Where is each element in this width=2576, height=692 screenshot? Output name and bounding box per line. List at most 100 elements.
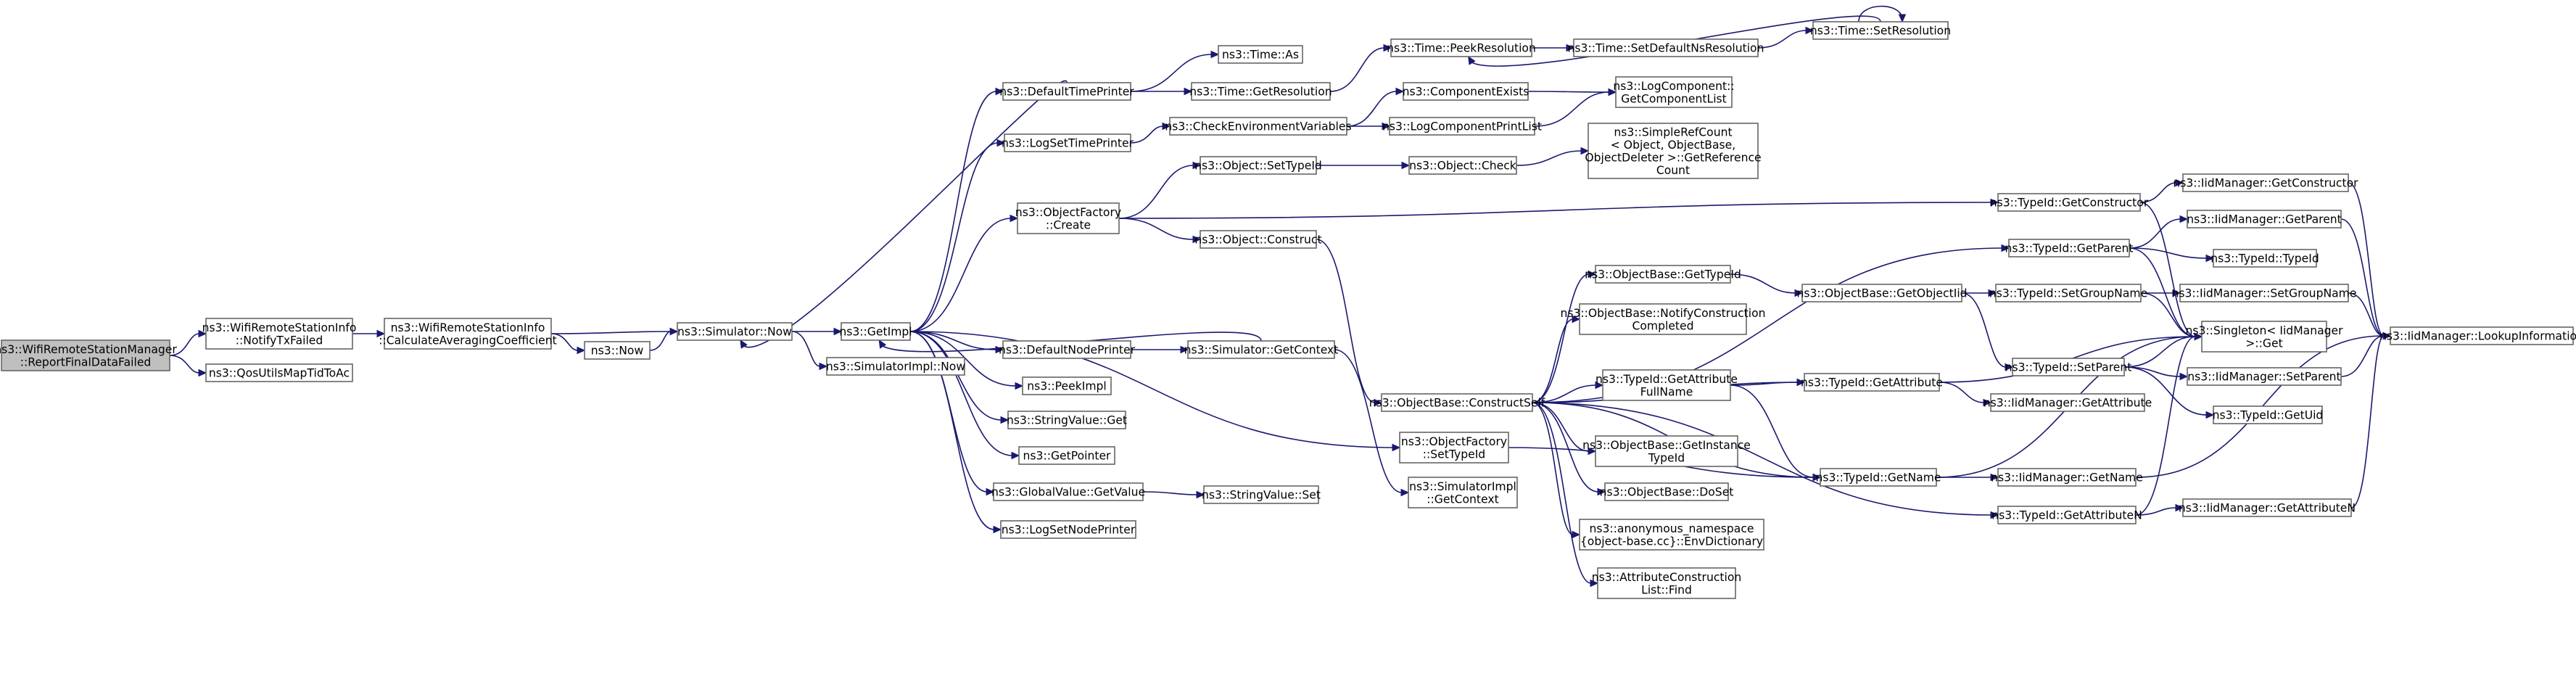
node-label: List::Find — [1641, 583, 1692, 596]
node-label: ns3::TypeId::SetGroupName — [1989, 287, 2147, 300]
edge-dtp-to-timegetres — [1131, 87, 1193, 96]
edge-obconstructself-to-obdoset — [1532, 402, 1606, 496]
edge-line — [2129, 247, 2208, 259]
node-iidsetparent[interactable]: ns3::IidManager::SetParent — [2187, 367, 2342, 386]
node-label: ns3::IidManager::LookupInformation — [2379, 330, 2576, 343]
node-obnotify[interactable]: ns3::ObjectBase::NotifyConstructionCompl… — [1560, 303, 1766, 335]
node-lsnp[interactable]: ns3::LogSetNodePrinter — [1000, 520, 1136, 539]
node-label: Count — [1656, 164, 1690, 177]
node-peekimpl[interactable]: ns3::PeekImpl — [1022, 376, 1112, 395]
edge-arrowhead — [2175, 503, 2184, 512]
node-singletonget[interactable]: ns3::Singleton< IidManager>::Get — [2185, 321, 2343, 353]
node-qos[interactable]: ns3::QosUtilsMapTidToAc — [205, 363, 353, 382]
node-iidgetattrn[interactable]: ns3::IidManager::GetAttributeN — [2179, 498, 2356, 517]
node-lstp[interactable]: ns3::LogSetTimePrinter — [1002, 133, 1134, 152]
node-tidgetname[interactable]: ns3::TypeId::GetName — [1815, 468, 1941, 487]
edge-getimpl-to-svget — [909, 331, 1010, 424]
node-obgettid[interactable]: ns3::ObjectBase::GetTypeId — [1585, 265, 1741, 284]
edge-arrowhead — [1588, 270, 1597, 279]
node-ofcreate[interactable]: ns3::ObjectFactory::Create — [1015, 202, 1121, 234]
edge-arrowhead — [1990, 511, 1999, 519]
node-iidsetgroup[interactable]: ns3::IidManager::SetGroupName — [2172, 284, 2357, 302]
edge-ofcreate-to-objconstruct — [1118, 218, 1202, 244]
node-label: ns3::TypeId::GetAttribute — [1595, 373, 1738, 386]
node-timeas[interactable]: ns3::Time::As — [1218, 45, 1303, 64]
node-box — [2213, 405, 2323, 424]
node-cev[interactable]: ns3::CheckEnvironmentVariables — [1165, 117, 1352, 136]
node-obdoset[interactable]: ns3::ObjectBase::DoSet — [1600, 482, 1734, 501]
node-notify[interactable]: ns3::WifiRemoteStationInfo::NotifyTxFail… — [202, 318, 357, 350]
node-iidlookup[interactable]: ns3::IidManager::LookupInformation — [2379, 326, 2576, 345]
node-label: ns3::TypeId::GetParent — [2005, 242, 2134, 255]
edge-obconstructself-to-acfind — [1532, 402, 1599, 588]
node-iidgetattr[interactable]: ns3::IidManager::GetAttribute — [1983, 393, 2152, 412]
edge-line — [909, 331, 1013, 456]
edge-arrowhead — [1990, 473, 1999, 482]
node-tidsetparent[interactable]: ns3::TypeId::SetParent — [2005, 358, 2132, 376]
node-dnp[interactable]: ns3::DefaultNodePrinter — [999, 340, 1136, 359]
edge-getimpl-to-lsnp — [909, 331, 1002, 534]
node-svget[interactable]: ns3::StringValue::Get — [1007, 411, 1127, 429]
node-timesetres[interactable]: ns3::Time::SetResolution — [1810, 21, 1951, 40]
node-now[interactable]: ns3::Now — [584, 341, 651, 360]
node-iidgetparent[interactable]: ns3::IidManager::GetParent — [2187, 210, 2342, 228]
node-label: ns3::Time::As — [1222, 49, 1299, 62]
edge-arrowhead — [996, 139, 1006, 147]
node-iidgetname[interactable]: ns3::IidManager::GetName — [1991, 468, 2143, 487]
edge-arrowhead — [2382, 331, 2392, 340]
edge-line — [2348, 292, 2385, 337]
node-timepeekres[interactable]: ns3::Time::PeekResolution — [1387, 38, 1536, 57]
node-box — [1203, 485, 1319, 504]
edge-root-to-qos — [169, 355, 207, 377]
edge-arrowhead — [1468, 55, 1476, 65]
node-tidgetuid[interactable]: ns3::TypeId::GetUid — [2213, 405, 2324, 424]
node-obgetobjtid[interactable]: ns3::ObjectBase::GetObjectIid — [1796, 284, 1968, 302]
node-tidgetparent[interactable]: ns3::TypeId::GetParent — [2005, 239, 2134, 258]
node-simimplnow[interactable]: ns3::SimulatorImpl::Now — [826, 357, 965, 376]
node-objconstruct[interactable]: ns3::Object::Construct — [1194, 230, 1322, 249]
node-simgetctx[interactable]: ns3::Simulator::GetContext — [1184, 340, 1339, 359]
node-compexists[interactable]: ns3::ComponentExists — [1403, 82, 1530, 101]
node-label: ns3::PeekImpl — [1027, 380, 1107, 393]
edge-line — [1516, 150, 1582, 166]
node-dtp[interactable]: ns3::DefaultTimePrinter — [999, 82, 1134, 101]
node-getpointer[interactable]: ns3::GetPointer — [1018, 446, 1115, 465]
node-tidgetctor[interactable]: ns3::TypeId::GetConstructor — [1990, 193, 2149, 212]
node-svset[interactable]: ns3::StringValue::Set — [1202, 485, 1321, 504]
node-ofsettid[interactable]: ns3::ObjectFactory::SetTypeId — [1399, 432, 1509, 464]
edge-line — [2350, 335, 2385, 508]
edge-lstp-to-cev — [1130, 122, 1171, 144]
node-label: ns3::IidManager::GetParent — [2187, 213, 2342, 226]
node-tidgetattr[interactable]: ns3::TypeId::GetAttribute — [1801, 373, 1943, 392]
node-tidsetgroup[interactable]: ns3::TypeId::SetGroupName — [1989, 284, 2147, 302]
node-lcgetlist[interactable]: ns3::LogComponent::GetComponentList — [1613, 76, 1735, 108]
node-gvgetvalue[interactable]: ns3::GlobalValue::GetValue — [991, 482, 1145, 501]
node-obconstructself[interactable]: ns3::ObjectBase::ConstructSelf — [1369, 393, 1545, 412]
node-srcgetref[interactable]: ns3::SimpleRefCount< Object, ObjectBase,… — [1585, 123, 1762, 179]
node-timesetdef[interactable]: ns3::Time::SetDefaultNsResolution — [1568, 38, 1764, 57]
node-calc[interactable]: ns3::WifiRemoteStationInfo::CalculateAve… — [379, 318, 557, 350]
node-iidgetctor[interactable]: ns3::IidManager::GetConstructor — [2173, 173, 2358, 192]
node-anonenv[interactable]: ns3::anonymous_namespace{object-base.cc}… — [1579, 519, 1764, 551]
node-lcpl[interactable]: ns3::LogComponentPrintList — [1382, 117, 1542, 136]
edge-line — [1316, 239, 1376, 403]
edge-line — [791, 331, 821, 367]
node-objsettid[interactable]: ns3::Object::SetTypeId — [1194, 156, 1322, 175]
node-getimpl[interactable]: ns3::GetImpl — [839, 322, 912, 341]
node-tidtypeid[interactable]: ns3::TypeId::TypeId — [2210, 249, 2319, 268]
node-label: GetComponentList — [1621, 92, 1727, 105]
node-box — [2201, 321, 2327, 353]
node-tidgetattrn[interactable]: ns3::TypeId::GetAttributeN — [1991, 506, 2142, 524]
node-timegetres[interactable]: ns3::Time::GetResolution — [1189, 82, 1332, 101]
node-simnow[interactable]: ns3::Simulator::Now — [677, 322, 793, 341]
edge-iidgetattrn-to-iidlookup — [2350, 331, 2392, 508]
node-objcheck[interactable]: ns3::Object::Check — [1408, 156, 1517, 175]
node-box — [1597, 567, 1736, 599]
edge-objconstruct-to-obconstructself — [1316, 239, 1383, 407]
edge-dnp-to-simgetctx — [1131, 345, 1189, 354]
node-simimplgetctx[interactable]: ns3::SimulatorImpl::GetContext — [1408, 477, 1518, 508]
node-box — [2390, 326, 2574, 345]
